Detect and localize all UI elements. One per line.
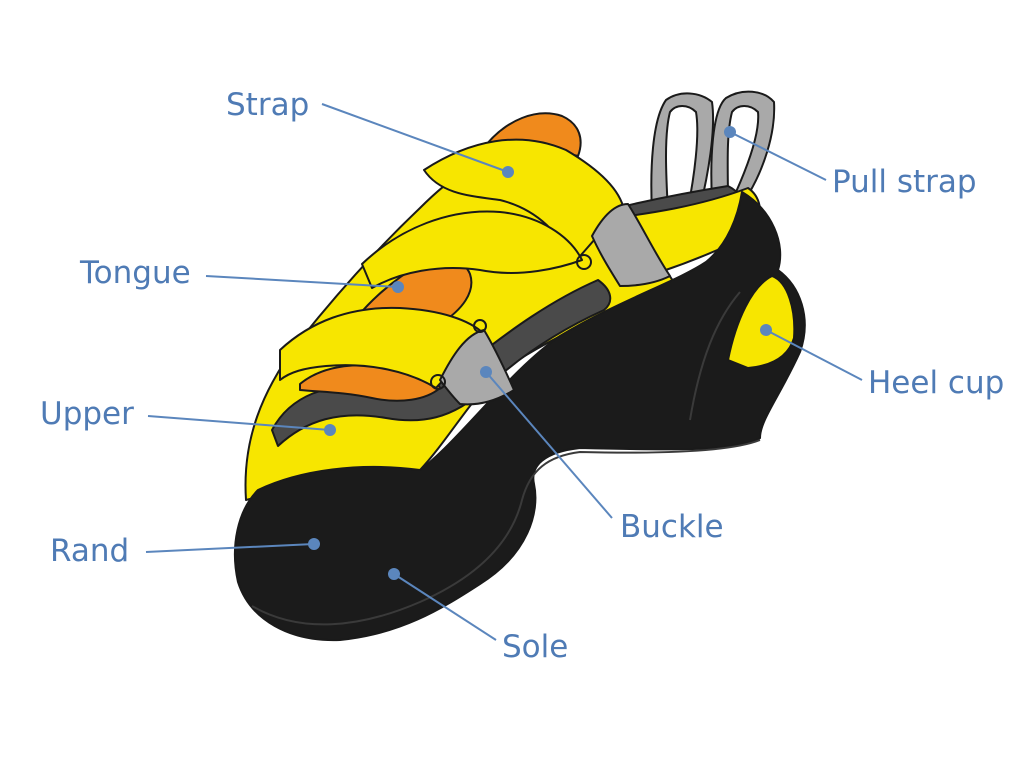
heel-rand-edge: [689, 291, 741, 421]
pull-strap-loops: [650, 90, 776, 213]
label-rand: Rand: [50, 533, 129, 569]
buckles: [430, 203, 671, 406]
buckle-top-ring: [576, 254, 592, 270]
callout-strap: Strap: [226, 87, 514, 178]
callout-upper: Upper: [40, 396, 336, 436]
callout-buckle: Buckle: [480, 366, 724, 545]
rand-sole-rubber: [233, 191, 806, 642]
label-buckle: Buckle: [620, 509, 724, 545]
buckle-bottom-ring: [430, 374, 446, 390]
sole-edge: [251, 439, 761, 626]
velcro-straps: [279, 138, 625, 389]
label-upper: Upper: [40, 396, 134, 432]
heel-cup-visible: [727, 275, 796, 369]
callout-heel-cup: Heel cup: [760, 324, 1004, 401]
callout-sole: Sole: [388, 568, 568, 665]
strap-middle: [361, 210, 583, 289]
label-pull-strap: Pull strap: [832, 164, 977, 200]
callout-tongue: Tongue: [79, 255, 404, 293]
label-tongue: Tongue: [79, 255, 191, 291]
callout-rand: Rand: [50, 533, 320, 569]
label-heel-cup: Heel cup: [868, 365, 1004, 401]
callout-pull-strap: Pull strap: [724, 126, 977, 200]
label-sole: Sole: [502, 629, 568, 665]
climbing-shoe-illustration: [233, 90, 806, 642]
buckle-bottom: [439, 329, 515, 406]
label-strap: Strap: [226, 87, 309, 123]
buckle-top: [591, 203, 671, 287]
buckle-middle-ring: [473, 319, 487, 333]
